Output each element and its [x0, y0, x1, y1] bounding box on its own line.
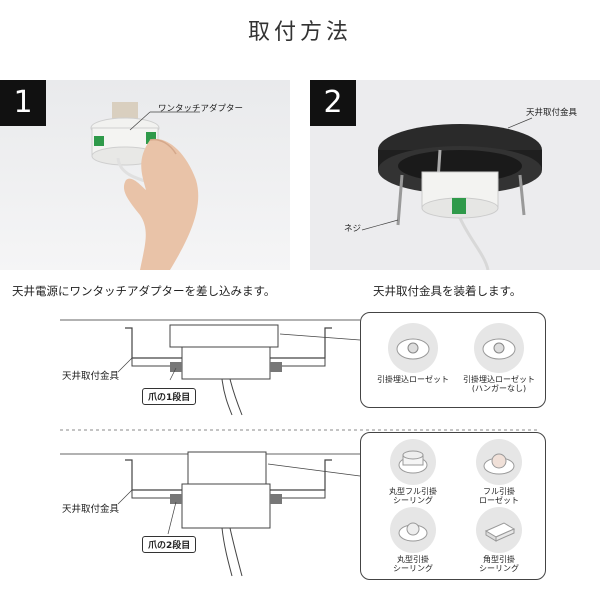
- page-title: 取付方法: [247, 20, 352, 45]
- item-full-rosette: フル引掛 ローゼット: [457, 439, 541, 505]
- rosette-recessed-icon: [388, 323, 438, 373]
- item-label-line1: 角型引掛: [483, 555, 515, 564]
- diagram-claw-1: 天井取付金具 爪の1段目 引掛埋込ローゼット 引掛埋込ローゼット (ハンガーなし…: [0, 310, 600, 420]
- rosette-recessed-no-hanger-icon: [474, 323, 524, 373]
- bracket-label-2: 天井取付金具: [62, 504, 120, 515]
- step-2-photo: 2 天井取付金具 ネジ: [310, 80, 600, 270]
- step-1-illustration: [0, 80, 290, 270]
- item-label-line1: 丸型フル引掛: [389, 487, 437, 496]
- square-ceiling-icon: [476, 507, 522, 553]
- step-1-number: 1: [0, 80, 46, 126]
- bracket-label-1: 天井取付金具: [62, 371, 120, 382]
- diagram-1-illustration: [60, 319, 361, 416]
- screw-callout: ネジ: [344, 224, 362, 234]
- step-1-photo: 1 ワンタッチアダプター: [0, 80, 290, 270]
- diagram-2-illustration: [60, 451, 361, 577]
- adapter-callout: ワンタッチアダプター: [158, 104, 244, 114]
- item-label-line2: シーリング: [393, 564, 433, 573]
- item-label-line2: シーリング: [479, 564, 519, 573]
- item-round-full-ceiling: 丸型フル引掛 シーリング: [373, 439, 453, 505]
- item-label-line2: シーリング: [393, 496, 433, 505]
- claw-label-1: 爪の1段目: [142, 388, 197, 405]
- step-1-caption: 天井電源にワンタッチアダプターを差し込みます。: [12, 284, 276, 298]
- full-rosette-icon: [476, 439, 522, 485]
- round-full-ceiling-icon: [390, 439, 436, 485]
- step-2-caption: 天井取付金具を装着します。: [373, 284, 522, 298]
- item-recessed-rosette: 引掛埋込ローゼット: [373, 323, 453, 384]
- item-square-ceiling: 角型引掛 シーリング: [457, 507, 541, 573]
- step-2-illustration: [310, 80, 600, 270]
- step-2-number: 2: [310, 80, 356, 126]
- claw-label-2: 爪の2段目: [142, 536, 197, 553]
- item-sublabel: (ハンガーなし): [471, 384, 527, 393]
- item-round-ceiling: 丸型引掛 シーリング: [373, 507, 453, 573]
- section-divider: [60, 429, 540, 431]
- bracket-callout: 天井取付金具: [526, 108, 578, 118]
- item-recessed-rosette-no-hanger: 引掛埋込ローゼット (ハンガーなし): [457, 323, 541, 393]
- diagram-claw-2: 天井取付金具 爪の2段目 丸型フル引掛 シーリング フル引掛 ローゼット 丸型引…: [0, 432, 600, 596]
- round-ceiling-icon: [390, 507, 436, 553]
- compatible-box-2: 丸型フル引掛 シーリング フル引掛 ローゼット 丸型引掛 シーリング 角型引掛 …: [360, 432, 546, 580]
- item-label-line1: 丸型引掛: [397, 555, 429, 564]
- item-label-line1: フル引掛: [483, 487, 515, 496]
- item-label-line2: ローゼット: [479, 496, 519, 505]
- compatible-box-1: 引掛埋込ローゼット 引掛埋込ローゼット (ハンガーなし): [360, 312, 546, 408]
- item-label: 引掛埋込ローゼット: [463, 375, 535, 384]
- item-label: 引掛埋込ローゼット: [377, 375, 449, 384]
